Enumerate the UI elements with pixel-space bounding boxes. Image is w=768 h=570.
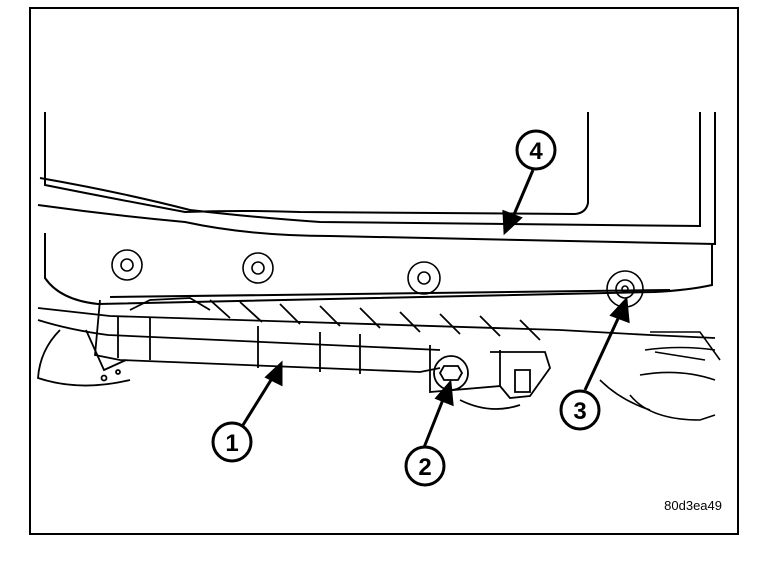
- leader-arrows: [241, 169, 630, 451]
- panel: [37, 112, 716, 306]
- panel-fastener: [242, 252, 274, 284]
- panel-fastener: [111, 249, 143, 281]
- panel-fasteners: [111, 249, 644, 308]
- svg-text:3: 3: [573, 398, 586, 425]
- right-side-detail: [599, 331, 721, 421]
- figure-reference-code: 80d3ea49: [664, 498, 722, 513]
- svg-text:1: 1: [225, 430, 238, 457]
- bracket-bolt: [429, 345, 551, 410]
- svg-text:4: 4: [529, 138, 543, 165]
- svg-text:2: 2: [418, 454, 431, 481]
- figure-border: [29, 7, 739, 535]
- callout-1: 1: [211, 421, 253, 463]
- lower-bracket: [37, 297, 716, 387]
- callout-3: 3: [559, 389, 601, 431]
- callout-2: 2: [404, 445, 446, 487]
- panel-fastener: [407, 261, 441, 295]
- callout-4: 4: [515, 129, 557, 171]
